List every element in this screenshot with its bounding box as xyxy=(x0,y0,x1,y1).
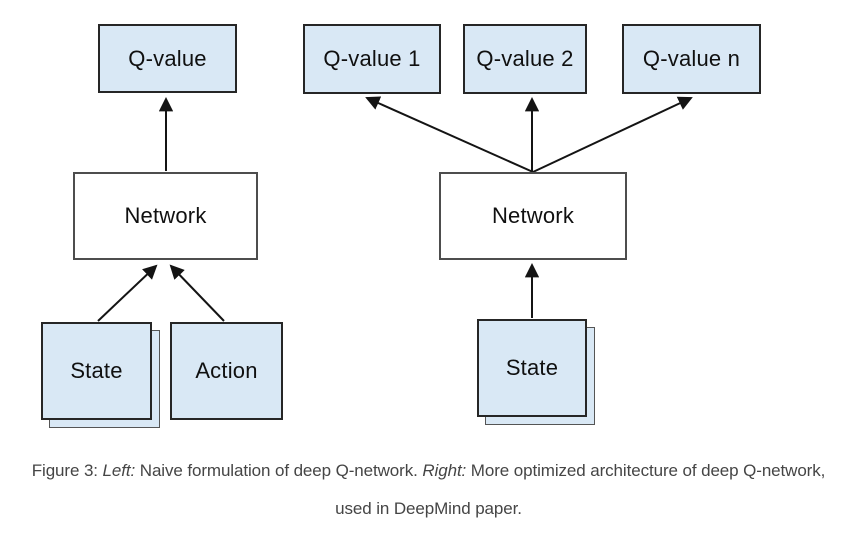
left-action-label: Action xyxy=(195,358,258,383)
caption-line-1: Figure 3: Left: Naive formulation of dee… xyxy=(0,452,857,490)
caption-line2-text: used in DeepMind paper. xyxy=(335,499,522,518)
right-qvalue2-label: Q-value 2 xyxy=(476,46,574,71)
arrow-action-to-left-network xyxy=(169,264,225,322)
arrow-right-network-to-qvaluen xyxy=(532,96,693,173)
caption-line-2: used in DeepMind paper. xyxy=(0,490,857,528)
caption-left-text: Naive formulation of deep Q-network. xyxy=(135,461,423,480)
right-state-label: State xyxy=(505,355,559,380)
right-qvalue1-label: Q-value 1 xyxy=(323,46,421,71)
caption-right-label: Right: xyxy=(422,461,467,480)
left-network-label: Network xyxy=(124,203,207,228)
right-network-box: Network xyxy=(439,172,627,260)
left-action-box: Action xyxy=(170,322,283,420)
right-network-label: Network xyxy=(491,203,575,228)
caption-right-text: More optimized architecture of deep Q-ne… xyxy=(466,461,826,480)
left-state-box: State xyxy=(41,322,152,420)
caption-left-label: Left: xyxy=(102,461,136,480)
right-qvaluen-label: Q-value n xyxy=(642,46,741,71)
right-qvaluen-box: Q-value n xyxy=(622,24,761,94)
right-qvalue1-box: Q-value 1 xyxy=(303,24,441,94)
right-qvalue2-box: Q-value 2 xyxy=(463,24,587,94)
left-qvalue-label: Q-value xyxy=(128,45,207,71)
caption-figure-label: Figure 3: xyxy=(31,461,103,480)
arrow-right-network-to-qvalue1 xyxy=(365,96,534,173)
left-network-box: Network xyxy=(73,172,258,260)
figure-caption: Figure 3: Left: Naive formulation of dee… xyxy=(0,452,857,528)
right-state-box: State xyxy=(477,319,587,417)
arrow-state-to-left-network xyxy=(97,264,158,322)
arrow-layer xyxy=(97,96,693,322)
left-qvalue-box: Q-value xyxy=(98,24,237,93)
left-state-label: State xyxy=(70,358,123,383)
